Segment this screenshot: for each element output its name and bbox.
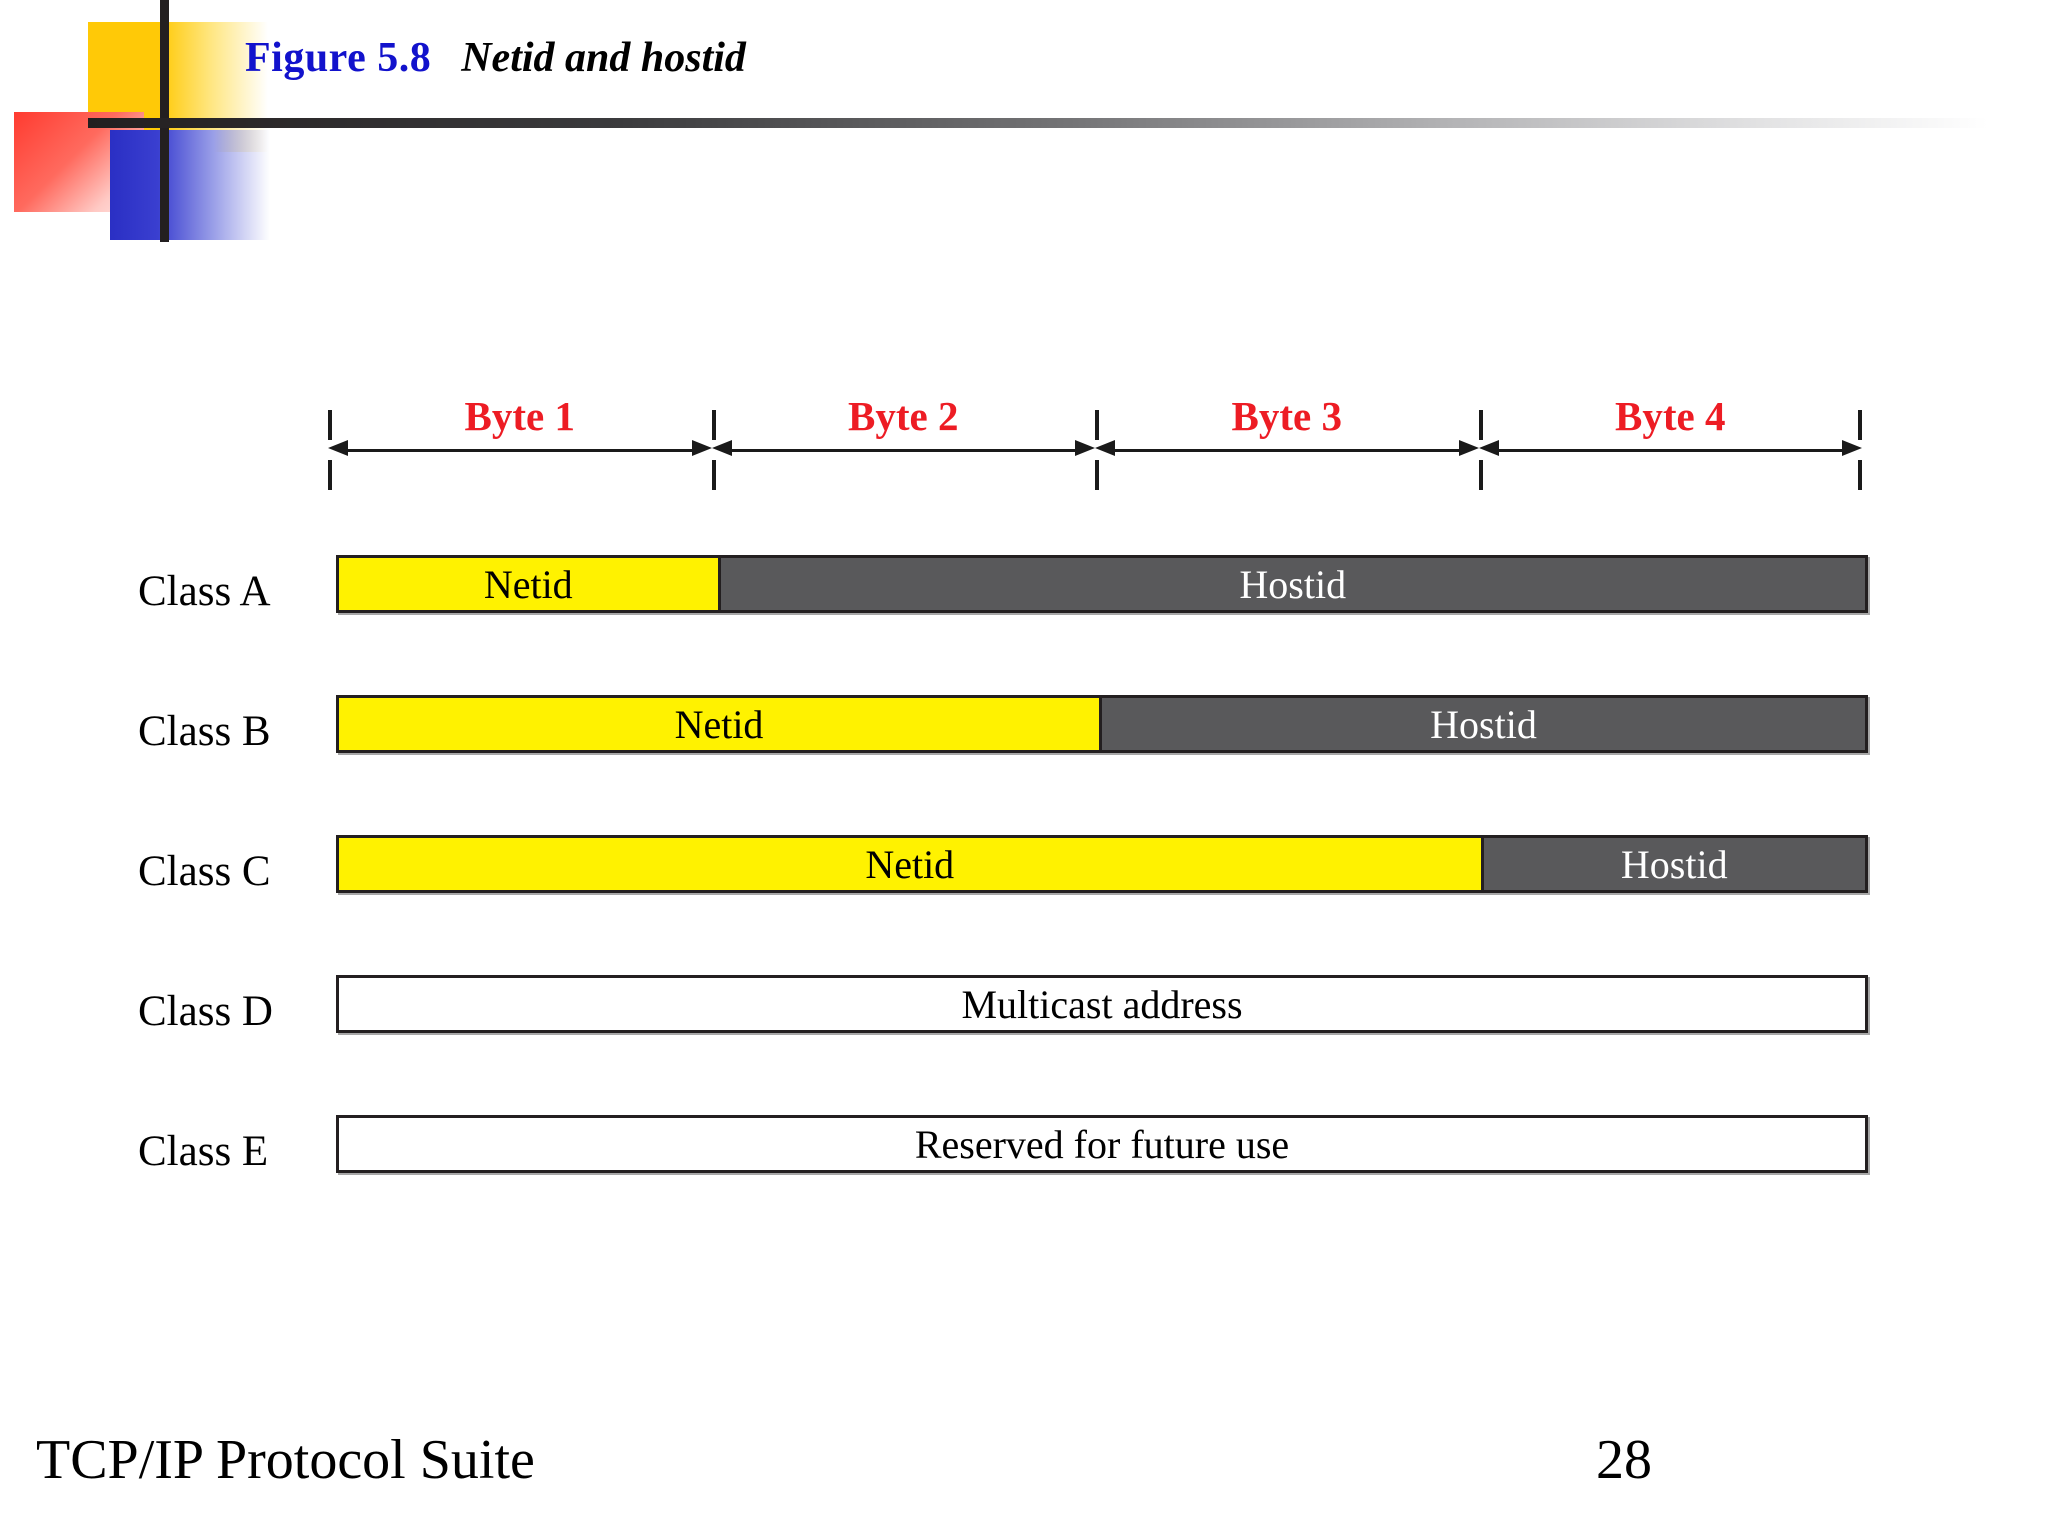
byte-label-3: Byte 3 (1231, 393, 1342, 439)
byte-span-arrow-3 (1095, 440, 1479, 456)
ruler-tick-4 (1858, 460, 1862, 490)
field-plain: Reserved for future use (339, 1118, 1865, 1170)
byte-ruler-axis (328, 440, 1862, 456)
figure-caption: Netid and hostid (461, 35, 746, 81)
class-row-label: Class A (138, 567, 271, 615)
header-horizontal-rule (88, 118, 1988, 128)
arrow-shaft (1105, 449, 1469, 452)
field-netid: Netid (339, 838, 1484, 890)
byte-span-arrow-2 (711, 440, 1095, 456)
arrow-right-head-icon (691, 440, 712, 456)
ruler-tick-4 (1858, 410, 1862, 440)
arrow-right-head-icon (1075, 440, 1095, 456)
arrow-shaft (338, 449, 702, 452)
byte-span-arrow-1 (328, 440, 712, 456)
byte-ruler: Byte 1 Byte 2 Byte 3 Byte 4 (328, 390, 1862, 510)
arrow-left-head-icon (1478, 440, 1499, 456)
ruler-tick-0 (328, 460, 332, 490)
figure-title: Figure 5.8 Netid and hostid (245, 34, 746, 82)
field-hostid: Hostid (1483, 838, 1865, 890)
ruler-tick-1 (711, 460, 716, 490)
byte-label-1: Byte 1 (464, 393, 575, 439)
field-netid: Netid (339, 698, 1102, 750)
arrow-shaft (721, 449, 1085, 452)
arrow-left-head-icon (1095, 440, 1115, 456)
footer-book-title: TCP/IP Protocol Suite (36, 1429, 535, 1491)
class-row-d: Class D Multicast address (0, 975, 2048, 1047)
byte-ruler-labels: Byte 1 Byte 2 Byte 3 Byte 4 (328, 390, 1862, 446)
byte-label-4: Byte 4 (1615, 393, 1726, 439)
arrow-left-head-icon (328, 440, 348, 456)
ruler-tick-2 (1095, 410, 1099, 440)
address-bar: Reserved for future use (336, 1115, 1868, 1173)
field-netid: Netid (339, 558, 721, 610)
class-row-label: Class B (138, 707, 271, 755)
field-hostid: Hostid (1102, 698, 1865, 750)
header-ornament (0, 0, 560, 250)
class-row-label: Class D (138, 987, 273, 1035)
arrow-left-head-icon (711, 440, 732, 456)
byte-span-arrow-4 (1478, 440, 1862, 456)
arrow-right-head-icon (1842, 440, 1862, 456)
footer-page-number: 28 (1596, 1429, 1652, 1491)
ruler-tick-3 (1478, 410, 1483, 440)
ruler-tick-1 (711, 410, 716, 440)
ruler-tick-2 (1095, 460, 1099, 490)
field-plain: Multicast address (339, 978, 1865, 1030)
class-row-e: Class E Reserved for future use (0, 1115, 2048, 1187)
arrow-shaft (1488, 449, 1852, 452)
arrow-right-head-icon (1458, 440, 1479, 456)
ornament-blue-square (110, 130, 270, 240)
byte-label-2: Byte 2 (848, 393, 959, 439)
class-row-label: Class E (138, 1127, 269, 1175)
address-bar: Multicast address (336, 975, 1868, 1033)
figure-number: Figure 5.8 (245, 35, 432, 81)
class-row-label: Class C (138, 847, 271, 895)
ruler-tick-0 (328, 410, 332, 440)
ruler-tick-3 (1478, 460, 1483, 490)
field-hostid: Hostid (720, 558, 1865, 610)
